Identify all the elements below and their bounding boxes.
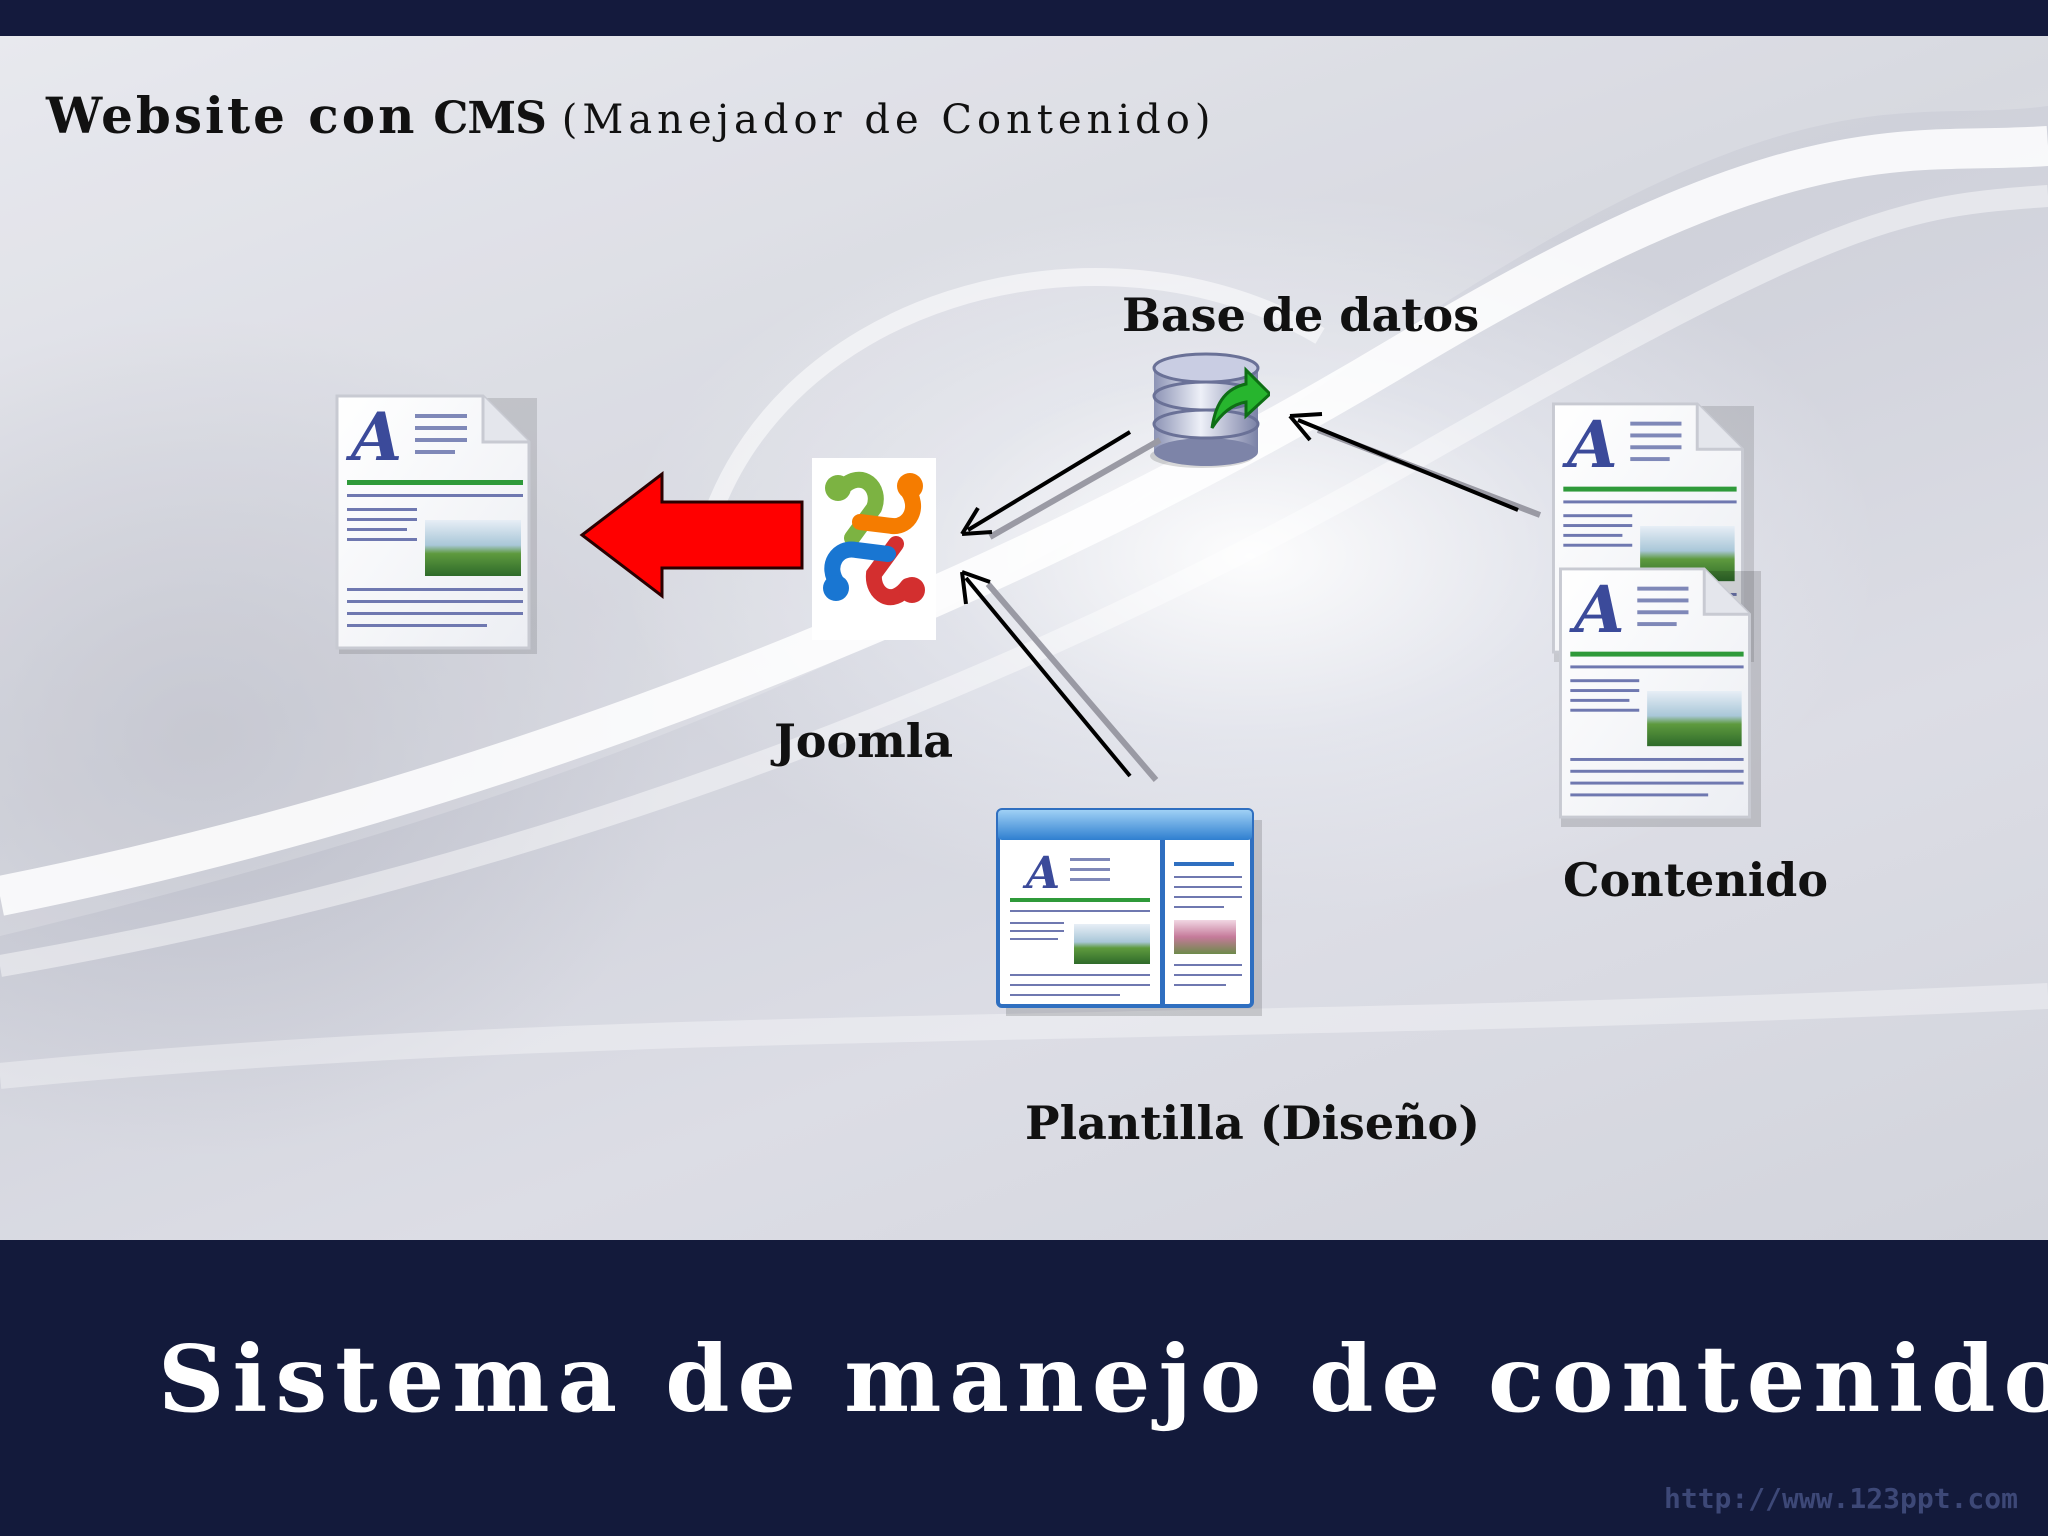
subtitle-website: Website con <box>46 86 418 145</box>
content-document-front-icon <box>1558 567 1761 827</box>
title-band <box>0 1240 2048 1536</box>
top-band <box>0 0 2048 36</box>
arrow-database-to-joomla <box>960 430 1162 540</box>
database-icon <box>1150 352 1270 468</box>
template-window-icon: A <box>996 808 1262 1016</box>
joomla-logo-icon <box>812 458 936 640</box>
label-database: Base de datos <box>1122 288 1480 342</box>
label-content: Contenido <box>1563 853 1829 907</box>
website-document-icon <box>335 394 537 654</box>
arrow-template-to-joomla <box>960 570 1159 782</box>
background-swoosh <box>0 36 2048 1089</box>
svg-text:A: A <box>1022 848 1060 899</box>
slide-title: Sistema de manejo de contenido <box>158 1325 2048 1433</box>
subtitle-manejador: (Manejador de Contenido) <box>561 97 1216 143</box>
label-joomla: Joomla <box>774 714 954 768</box>
watermark-url: http://www.123ppt.com <box>1663 1482 2018 1515</box>
label-template: Plantilla (Diseño) <box>1025 1096 1480 1150</box>
red-arrow-to-website <box>579 470 804 600</box>
subtitle-cms: CMS <box>433 93 546 144</box>
slide-subtitle: Website con CMS (Manejador de Contenido) <box>46 86 1215 145</box>
arrow-content-to-database <box>1288 412 1542 518</box>
